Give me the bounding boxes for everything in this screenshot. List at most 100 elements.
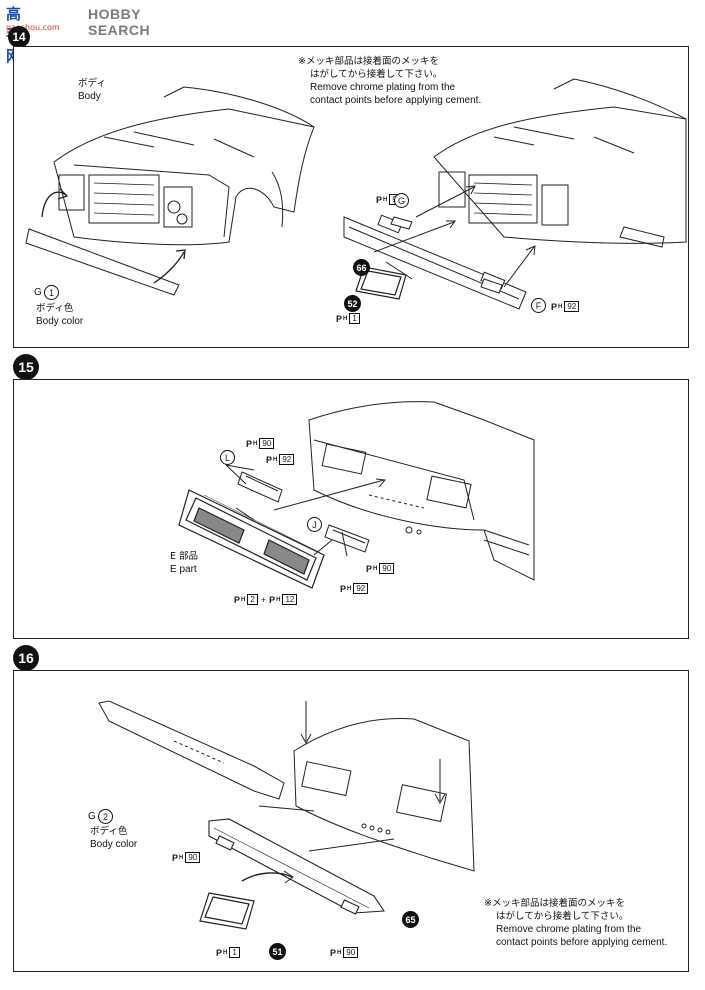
paint-prefix: P [366,563,373,574]
paint-box: 90 [259,438,275,449]
body-label-en: Body [78,91,101,102]
watermark-url: gaoshou.com [6,23,60,32]
paint-box: 2 [247,594,258,605]
paint-sub: H [337,949,342,956]
g2-color-en: Body color [90,839,138,850]
part-51: 51 [269,943,286,960]
chrome-note-top: ※メッキ部品は接着面のメッキを はがしてから接着して下さい。 Remove ch… [298,55,481,107]
step-14-panel: ボディ Body G 1 ボディ色 Body color ※メッキ部品は接着面の… [13,46,689,348]
paint-sub: H [179,854,184,861]
lamp-l-drawing [237,471,283,503]
paint-box: 12 [282,594,298,605]
small-part-g-drawing [390,216,413,230]
part-l-letter: L [220,450,235,465]
g1-letter: G [34,287,42,298]
arrows-step16 [241,701,446,884]
chrome-note-bottom-jp2: はがしてから接着して下さい。 [496,911,629,922]
paint-prefix: P [330,947,337,958]
paint-sub: H [343,315,348,322]
paint-prefix: P [340,583,347,594]
g1-color-jp: ボディ色 [36,303,74,314]
chrome-note-bottom-jp1: ※メッキ部品は接着面のメッキを [484,898,625,909]
paint-box: 90 [343,947,359,958]
paint-sub: H [373,565,378,572]
g2-letter: G [88,811,96,822]
spoiler-g1-drawing [25,228,180,296]
chrome-note-bottom: ※メッキ部品は接着面のメッキを はがしてから接着して下さい。 Remove ch… [484,897,667,949]
e-part-en: E part [170,564,197,575]
rear-spoiler-g2-drawing [98,700,285,800]
part-65: 65 [402,911,419,928]
arrows-right [373,185,536,288]
paint-prefix: P [172,852,179,863]
part-f-letter: F [531,298,546,313]
paint-prefix: P [234,594,241,605]
g2-color-jp: ボディ色 [90,826,128,837]
arrows-left [41,188,186,284]
chrome-note-top-en2: contact points before applying cement. [310,95,482,106]
tail-panel-e-drawing [178,489,325,589]
step-14-diagram [25,78,687,310]
paint-sub: H [253,440,258,447]
lamp-j-drawing [324,524,370,553]
step-14-badge: 14 [8,26,30,48]
paint-box: 92 [353,583,369,594]
paint-sub: H [223,949,228,956]
rear-body-drawing [308,401,535,581]
paint-box: 1 [349,313,360,324]
step-15-diagram [178,401,535,589]
bumper-65-drawing [208,818,385,915]
body-right-drawing [433,78,687,248]
chrome-note-bottom-en2: contact points before applying cement. [496,937,668,948]
paint-prefix: P [336,313,343,324]
step-16-badge: 16 [13,645,39,671]
chrome-note-top-en1: Remove chrome plating from the [310,82,456,93]
step-15-badge: 15 [13,354,39,380]
chrome-note-top-jp2: はがしてから接着して下さい。 [310,69,443,80]
rear-body-16-drawing [293,718,475,872]
paint-prefix: P [551,301,558,312]
chrome-note-bottom-en1: Remove chrome plating from the [496,924,642,935]
arrows-step15 [225,464,386,557]
paint-prefix: P [216,947,223,958]
paint-sub: H [273,456,278,463]
part-g-letter: G [394,193,409,208]
part-j-letter: J [307,517,322,532]
watermark-text: HOBBY SEARCH [88,6,151,38]
g1-color-en: Body color [36,316,84,327]
paint-sub: H [241,596,246,603]
g1-number: 1 [44,285,59,300]
paint-box: 92 [564,301,580,312]
part-66: 66 [353,259,370,276]
step-16-diagram [98,700,475,930]
paint-prefix: P [266,454,273,465]
paint-prefix: P [269,594,276,605]
license-plate-51-drawing [199,892,255,930]
paint-prefix: P [376,194,383,205]
paint-sub: H [558,303,563,310]
g2-number: 2 [98,809,113,824]
license-plate-52-drawing [355,266,407,300]
part-52: 52 [344,295,361,312]
paint-sub: H [383,196,388,203]
paint-box: 92 [279,454,295,465]
e-part-jp: E 部品 [170,551,199,562]
chrome-note-top-jp1: ※メッキ部品は接着面のメッキを [298,56,439,67]
paint-box: 90 [185,852,201,863]
paint-box: 90 [379,563,395,574]
paint-sub: H [276,596,281,603]
paint-prefix: P [246,438,253,449]
paint-sub: H [347,585,352,592]
